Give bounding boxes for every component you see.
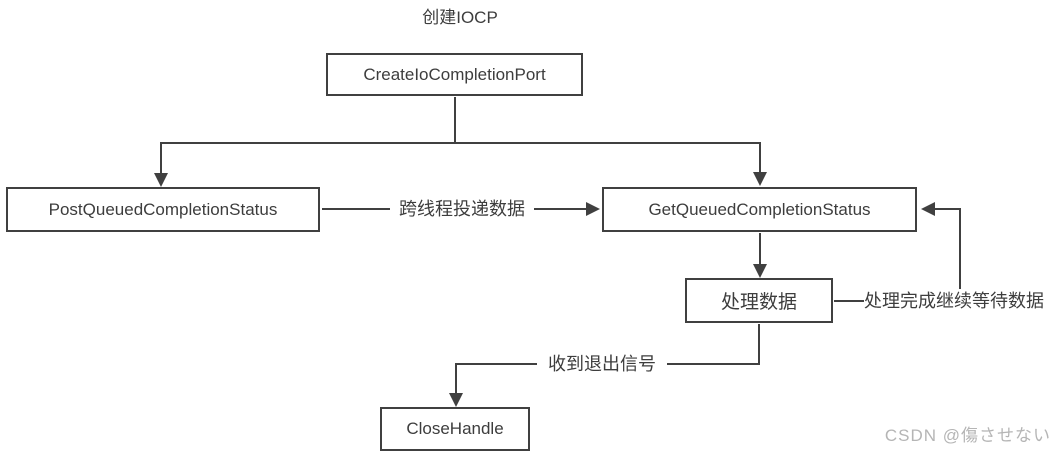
edge-label-continue-waiting-after-processing: 处理完成继续等待数据 <box>864 289 1056 314</box>
arrowhead-into-get-right <box>921 202 935 216</box>
node-process-data: 处理数据 <box>685 278 833 323</box>
arrowhead-into-process <box>753 264 767 278</box>
arrowhead-into-post <box>154 173 168 187</box>
node-close-handle: CloseHandle <box>380 407 530 451</box>
arrowhead-into-get-left <box>586 202 600 216</box>
diagram-title: 创建IOCP <box>422 8 498 27</box>
node-get-queued-completion-status: GetQueuedCompletionStatus <box>602 187 917 232</box>
watermark: CSDN @傷させない <box>884 426 1051 445</box>
node-post-queued-completion-status: PostQueuedCompletionStatus <box>6 187 320 232</box>
edge-label-cross-thread-post-data: 跨线程投递数据 <box>390 197 534 222</box>
arrowhead-into-get-top <box>753 172 767 186</box>
arrowhead-into-close <box>449 393 463 407</box>
edge-label-exit-signal-received: 收到退出信号 <box>537 352 667 377</box>
node-create-io-completion-port: CreateIoCompletionPort <box>326 53 583 96</box>
edge-loop-back <box>935 208 961 291</box>
